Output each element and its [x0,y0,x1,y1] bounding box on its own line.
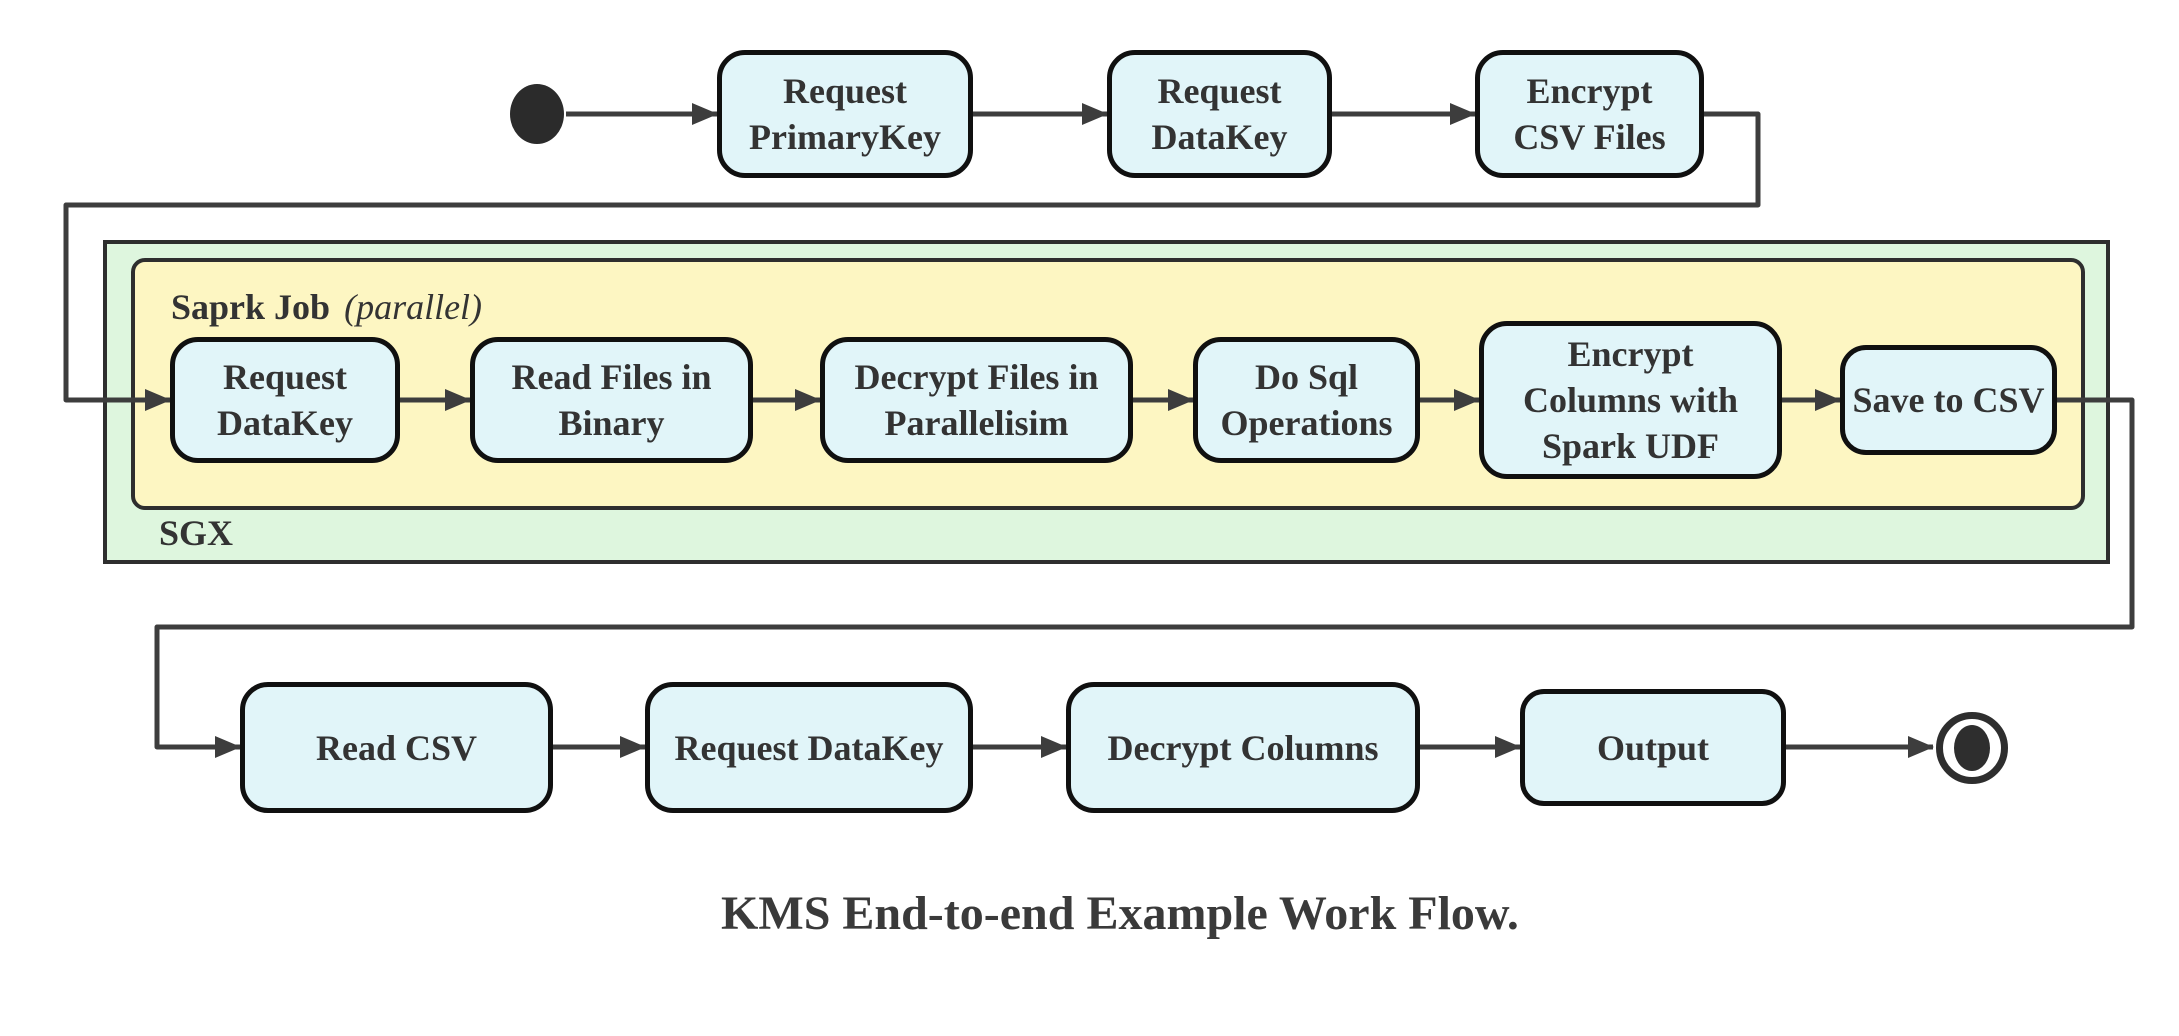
node-decrypt-files-in-parallelisim: Decrypt Files in Parallelisim [820,337,1133,463]
diagram-caption: KMS End-to-end Example Work Flow. [721,887,1519,940]
node-encrypt-columns-with-spark-udf: Encrypt Columns with Spark UDF [1479,321,1782,479]
node-label: Request DataKey [674,727,944,768]
spark-job-label-text: Saprk Job [171,287,331,327]
start-node [510,84,564,144]
node-label: Do Sql Operations [1220,357,1393,443]
node-label: Request DataKey [1151,71,1288,157]
spark-job-label: Saprk Job (parallel) [171,286,482,328]
node-read-files-in-binary: Read Files in Binary [470,337,753,463]
spark-job-parallel-qualifier: (parallel) [344,287,483,327]
node-label: Output [1596,727,1710,768]
node-request-primarykey: Request PrimaryKey [717,50,973,178]
node-label: Encrypt CSV Files [1513,71,1666,157]
node-read-csv: Read CSV [240,682,553,813]
node-label: Decrypt Files in Parallelisim [854,357,1099,443]
node-output: Output [1520,689,1786,806]
node-label: Request PrimaryKey [749,71,941,157]
node-request-datakey-mid: Request DataKey [170,337,400,463]
node-encrypt-csv-files: Encrypt CSV Files [1475,50,1704,178]
node-label: Save to CSV [1852,380,2045,420]
sgx-label: SGX [159,513,234,553]
node-label: Read CSV [315,727,477,768]
node-do-sql-operations: Do Sql Operations [1193,337,1420,463]
end-node [1936,712,2008,784]
node-label: Read Files in Binary [511,357,712,443]
node-label: Request DataKey [217,357,353,443]
node-save-to-csv: Save to CSV [1840,345,2057,455]
node-label: Decrypt Columns [1107,727,1379,768]
end-node-inner-dot [1954,725,1990,771]
node-request-datakey-top: Request DataKey [1107,50,1332,178]
node-request-datakey-bottom: Request DataKey [645,682,973,813]
node-decrypt-columns: Decrypt Columns [1066,682,1420,813]
node-label: Encrypt Columns with Spark UDF [1522,334,1739,466]
